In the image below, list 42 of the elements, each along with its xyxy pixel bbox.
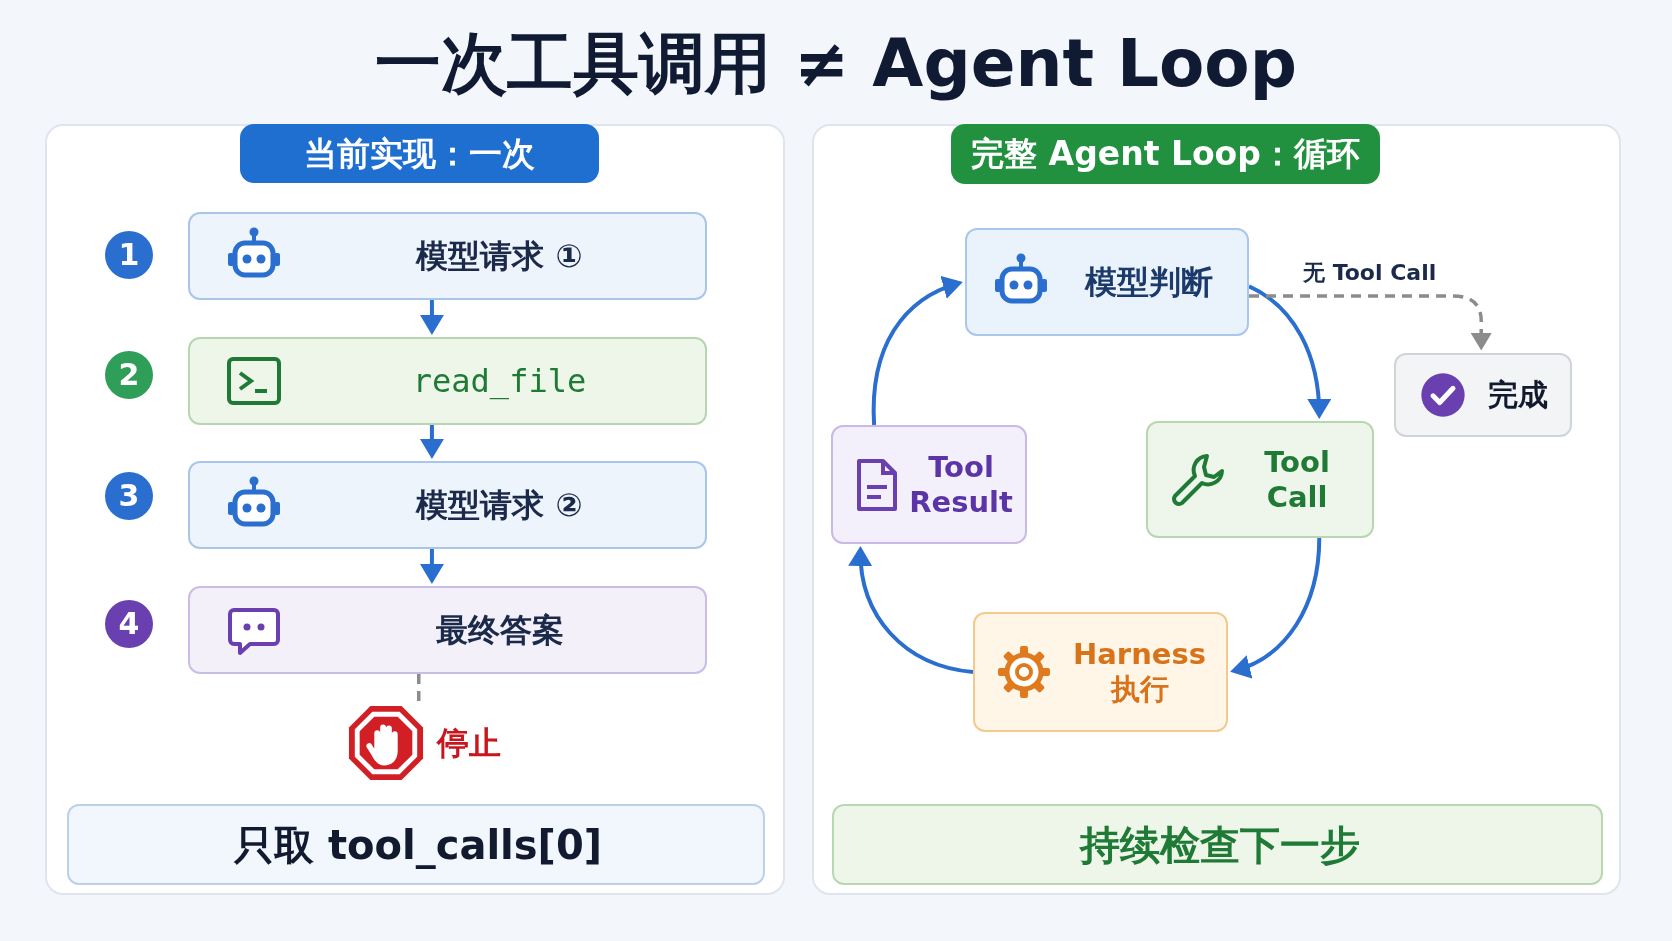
box-label: 模型请求 ② <box>416 485 583 525</box>
step-number: 2 <box>105 351 153 399</box>
heading-pill: 当前实现：一次 <box>240 124 599 183</box>
box-label: read_file <box>412 361 587 401</box>
heading-pill: 完整 Agent Loop：循环 <box>951 124 1380 184</box>
box-label: Tool Result <box>909 449 1013 520</box>
arrow <box>1248 284 1331 419</box>
process-box <box>831 425 1027 544</box>
panel <box>812 124 1621 895</box>
arrow <box>419 549 444 584</box>
process-box <box>965 228 1249 336</box>
dashed-line <box>417 674 421 704</box>
box-label: 模型判断 <box>1085 262 1213 302</box>
process-box <box>973 612 1228 732</box>
title: 一次工具调用 ≠ Agent Loop <box>374 24 1298 104</box>
process-box <box>1146 421 1374 538</box>
box-label: Harness 执行 <box>1072 637 1207 707</box>
stop-label: 停止 <box>437 723 501 764</box>
process-box <box>188 337 707 425</box>
box-label: 持续检查下一步 <box>1079 820 1360 869</box>
panel <box>45 124 785 895</box>
process-box <box>188 586 707 674</box>
dashed-arrow <box>1249 294 1492 351</box>
arrow <box>871 276 963 426</box>
box-label: 只取 tool_calls[0] <box>233 820 602 869</box>
process-box <box>67 804 765 885</box>
stop-sign <box>347 704 425 782</box>
step-number: 3 <box>105 472 153 520</box>
arrow <box>849 546 974 674</box>
arrow <box>419 425 444 459</box>
box-label: 最终答案 <box>435 610 564 650</box>
box-label: 模型请求 ① <box>416 236 583 276</box>
box-label: Tool Call <box>1263 444 1331 515</box>
process-box <box>1394 353 1572 437</box>
arrow <box>1230 537 1322 678</box>
process-box <box>188 461 707 549</box>
process-box <box>832 804 1603 885</box>
box-label: 完成 <box>1487 377 1548 413</box>
arrow <box>419 300 444 335</box>
step-number: 1 <box>105 231 153 279</box>
step-number: 4 <box>105 600 153 648</box>
process-box <box>188 212 707 300</box>
